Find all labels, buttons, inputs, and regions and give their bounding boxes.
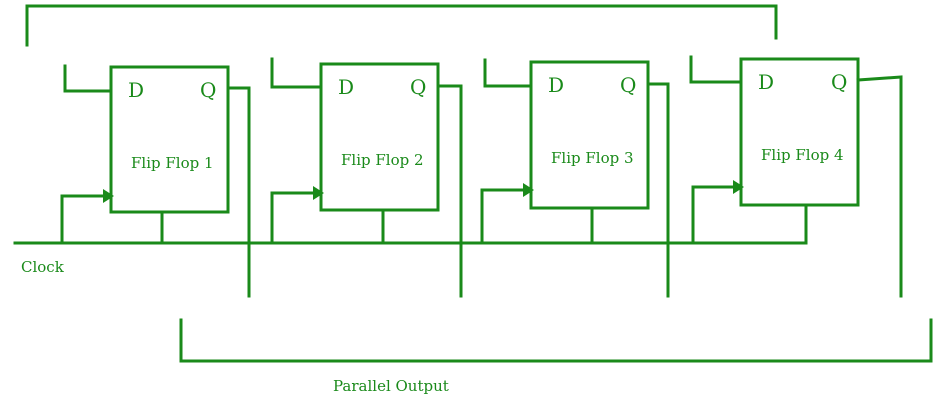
parallel-output-label: Parallel Output	[333, 377, 449, 395]
flip-flop-4-name: Flip Flop 4	[761, 146, 844, 164]
flip-flop-4-d-label: D	[758, 70, 774, 94]
flip-flop-1-clock-input	[60, 194, 106, 245]
flip-flop-3-box	[529, 60, 650, 210]
flip-flop-3-clock-arrow	[523, 183, 534, 197]
flip-flop-4-q-label: Q	[831, 70, 847, 94]
flip-flop-3-d-input	[483, 58, 533, 88]
feedback-wire	[25, 4, 778, 47]
flip-flop-3: D Q Flip Flop 3	[480, 58, 670, 298]
flip-flop-4-clock-input	[691, 185, 736, 245]
flip-flop-3-q-output	[646, 82, 670, 298]
flip-flop-2-d-label: D	[338, 75, 354, 99]
flip-flop-4-box	[739, 57, 860, 207]
flip-flop-2-name: Flip Flop 2	[341, 151, 424, 169]
flip-flop-1-box	[109, 65, 230, 214]
flip-flop-1-q-label: Q	[200, 78, 216, 102]
flip-flop-2-q-label: Q	[410, 75, 426, 99]
flip-flop-2-clock-input	[270, 191, 316, 245]
flip-flop-2-q-output	[436, 84, 463, 298]
flip-flop-3-d-label: D	[548, 73, 564, 97]
flip-flop-2-box	[319, 62, 440, 212]
flip-flop-1-q-output	[226, 86, 251, 298]
flip-flop-3-name: Flip Flop 3	[551, 149, 634, 167]
flip-flop-1-d-input	[63, 64, 113, 93]
flip-flop-3-clock-input	[480, 188, 526, 245]
flip-flop-1-d-label: D	[128, 78, 144, 102]
flip-flop-1: D Q Flip Flop 1	[60, 64, 251, 298]
flip-flop-1-clock-arrow	[103, 189, 114, 203]
flip-flop-2-d-input	[270, 57, 323, 89]
flip-flop-1-name: Flip Flop 1	[131, 154, 214, 172]
flip-flop-4: D Q Flip Flop 4	[689, 55, 903, 298]
parallel-output-bracket	[179, 318, 933, 363]
flip-flop-3-q-label: Q	[620, 73, 636, 97]
flip-flop-4-q-output	[856, 75, 903, 298]
flip-flop-2: D Q Flip Flop 2	[270, 57, 463, 298]
clock-label: Clock	[21, 258, 65, 276]
flip-flop-2-clock-arrow	[313, 186, 324, 200]
flip-flop-4-d-input	[689, 55, 743, 84]
flip-flop-4-clock-arrow	[733, 180, 744, 194]
